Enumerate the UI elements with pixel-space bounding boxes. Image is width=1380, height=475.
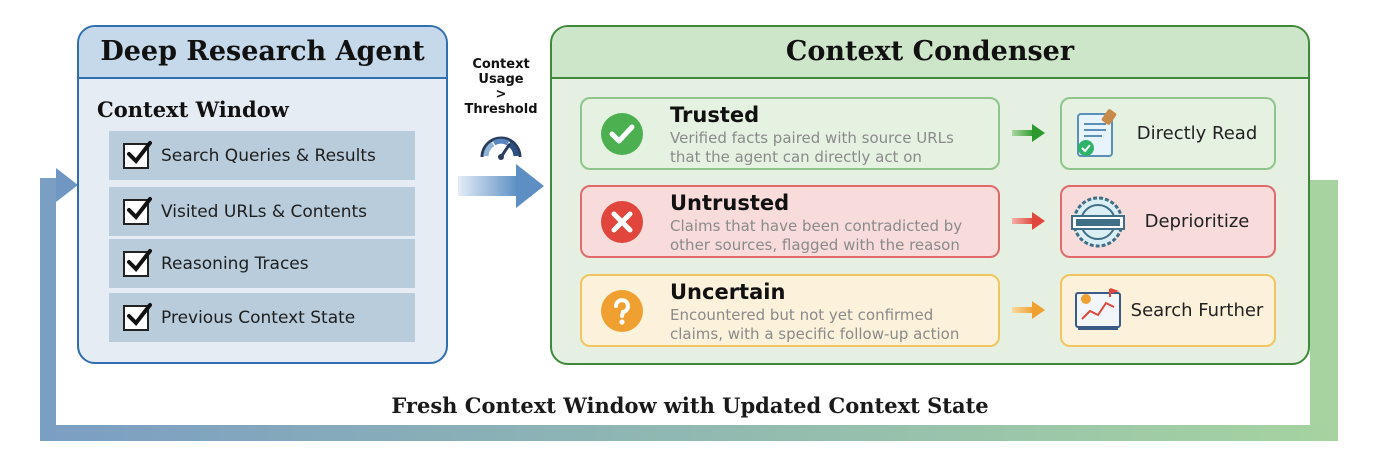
loop-caption: Fresh Context Window with Updated Contex… <box>391 393 989 418</box>
description-line: that the agent can directly act on <box>670 148 922 166</box>
research-chart-icon <box>1075 287 1121 330</box>
context-item: Visited URLs & Contents <box>109 187 415 236</box>
category-title: Untrusted <box>670 191 790 215</box>
description-line: claims, with a specific follow-up action <box>670 325 960 343</box>
arrow-right-icon <box>1012 212 1045 230</box>
description-line: Verified facts paired with source URLs <box>670 129 954 147</box>
category-description: Claims that have been contradicted by ot… <box>670 217 962 255</box>
checkbox-checked-icon <box>123 302 152 331</box>
context-condenser-panel: Context Condenser Trusted Verified facts… <box>550 25 1310 365</box>
uncertain-category: Uncertain Encountered but not yet confir… <box>580 274 1000 347</box>
deferred-stamp-icon <box>1071 196 1125 247</box>
threshold-line: Threshold <box>464 102 538 117</box>
question-circle-icon <box>601 290 643 332</box>
threshold-line: Usage <box>478 72 524 87</box>
x-circle-icon <box>601 201 643 243</box>
threshold-line: > <box>495 87 507 102</box>
transition-arrow <box>458 164 544 208</box>
category-title: Trusted <box>670 103 760 127</box>
agent-title: Deep Research Agent <box>79 27 446 79</box>
untrusted-category: Untrusted Claims that have been contradi… <box>580 185 1000 258</box>
context-item-label: Search Queries & Results <box>161 145 376 166</box>
checkbox-checked-icon <box>123 140 152 169</box>
action-label: Directly Read <box>1136 123 1258 144</box>
deprioritize-action: Deprioritize <box>1060 185 1276 258</box>
search-further-action: Search Further <box>1060 274 1276 347</box>
action-label: Deprioritize <box>1144 211 1250 232</box>
threshold-line: Context <box>472 57 530 72</box>
category-title: Uncertain <box>670 280 786 304</box>
context-item: Reasoning Traces <box>109 239 415 288</box>
checkbox-checked-icon <box>123 248 152 277</box>
context-item: Previous Context State <box>109 293 415 342</box>
threshold-label: Context Usage > Threshold <box>456 57 546 117</box>
gauge-icon <box>480 136 522 160</box>
context-item: Search Queries & Results <box>109 131 415 180</box>
directly-read-action: Directly Read <box>1060 97 1276 170</box>
description-line: Claims that have been contradicted by <box>670 217 963 235</box>
category-description: Verified facts paired with source URLs t… <box>670 129 954 167</box>
description-line: Encountered but not yet confirmed <box>670 306 934 324</box>
arrow-right-icon <box>1012 301 1045 319</box>
context-item-label: Previous Context State <box>161 307 356 328</box>
check-circle-icon <box>601 113 643 155</box>
context-item-label: Visited URLs & Contents <box>161 201 367 222</box>
condenser-title: Context Condenser <box>552 27 1308 79</box>
deep-research-agent-panel: Deep Research Agent Context Window Searc… <box>77 25 448 364</box>
category-description: Encountered but not yet confirmed claims… <box>670 306 959 344</box>
arrow-right-icon <box>1012 124 1045 142</box>
checkbox-checked-icon <box>123 196 152 225</box>
trusted-category: Trusted Verified facts paired with sourc… <box>580 97 1000 170</box>
action-label: Search Further <box>1130 300 1264 321</box>
document-seal-icon <box>1077 108 1117 157</box>
context-window-title: Context Window <box>97 97 289 122</box>
context-item-label: Reasoning Traces <box>161 253 309 274</box>
description-line: other sources, flagged with the reason <box>670 236 960 254</box>
